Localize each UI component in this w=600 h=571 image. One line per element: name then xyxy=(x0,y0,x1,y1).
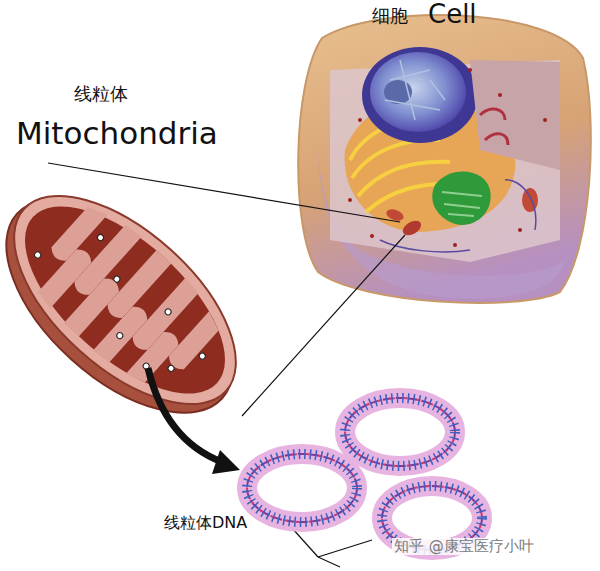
curved-arrow xyxy=(148,368,240,474)
mitochondria-label-zh: 线粒体 xyxy=(74,84,128,105)
cell-figure xyxy=(298,15,591,303)
leader-lines xyxy=(48,163,405,567)
mitochondrion-figure xyxy=(0,157,273,452)
cell-label-zh: 细胞 xyxy=(372,6,408,27)
mitochondria-label-en: Mitochondria xyxy=(16,116,218,152)
cell-label-en: Cell xyxy=(428,0,477,30)
dna-rings xyxy=(247,398,482,550)
mtdna-label: 线粒体DNA xyxy=(164,514,247,532)
watermark: 知乎 @康宝医疗小叶 xyxy=(392,538,536,555)
